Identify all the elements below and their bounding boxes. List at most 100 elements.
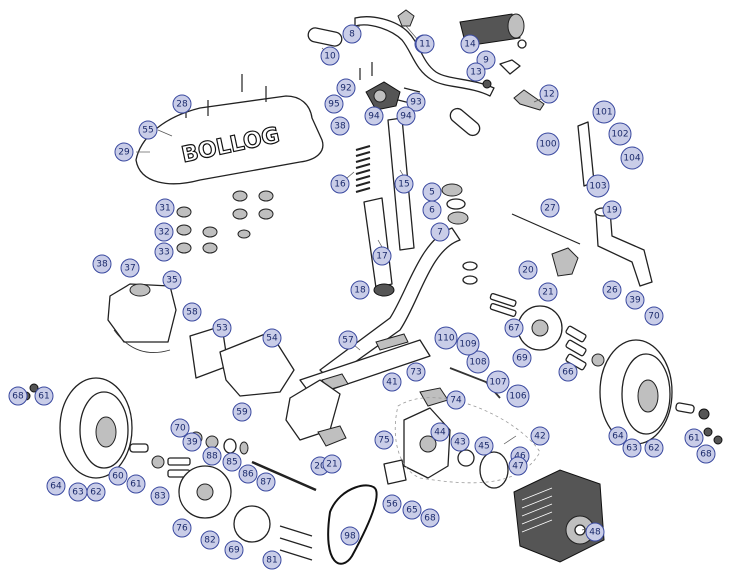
- callout-number: 73: [410, 368, 421, 378]
- callout-number: 88: [206, 452, 218, 462]
- callout-10: 10: [320, 46, 340, 66]
- callout-number: 55: [142, 126, 153, 136]
- callout-number: 53: [216, 324, 227, 334]
- callout-61: 61: [684, 428, 704, 448]
- callout-bubble: [34, 386, 54, 406]
- bearing-rings: [441, 183, 478, 285]
- callout-number: 37: [124, 264, 135, 274]
- callout-bubble: [644, 438, 664, 458]
- callout-18: 18: [350, 280, 370, 300]
- brake-pedal: [419, 387, 449, 407]
- callout-31: 31: [155, 198, 175, 218]
- callout-number: 7: [437, 228, 443, 238]
- callout-39: 39: [625, 290, 645, 310]
- callout-number: 54: [266, 334, 278, 344]
- throttle-cable-assembly: [513, 89, 545, 111]
- callout-number: 102: [611, 130, 628, 140]
- callout-bubble: [460, 34, 480, 54]
- callout-bubble: [422, 200, 442, 220]
- callout-bubble: [456, 332, 480, 356]
- callout-bubble: [374, 430, 394, 450]
- callout-bubble: [394, 174, 414, 194]
- callout-bubble: [320, 46, 340, 66]
- callout-41: 41: [382, 372, 402, 392]
- belt-guard: [219, 331, 295, 397]
- callout-bubble: [114, 142, 134, 162]
- callout-number: 82: [204, 536, 215, 546]
- callout-45: 45: [474, 436, 494, 456]
- handlebar-grip-right: [449, 107, 481, 137]
- callout-54: 54: [262, 328, 282, 348]
- callout-bubble: [154, 242, 174, 262]
- callout-6: 6: [422, 200, 442, 220]
- callout-number: 17: [376, 252, 387, 262]
- headset-clamp: [359, 62, 421, 111]
- callout-bubble: [585, 522, 605, 542]
- clutch-bracket: [317, 425, 347, 447]
- callout-number: 59: [236, 408, 248, 418]
- callout-bubble: [322, 454, 342, 474]
- callout-bubble: [415, 34, 435, 54]
- callout-bubble: [602, 280, 622, 300]
- callout-number: 32: [158, 228, 169, 238]
- handlebar: [307, 9, 521, 137]
- callout-number: 94: [368, 112, 380, 122]
- callout-bubble: [430, 422, 450, 442]
- callout-73: 73: [406, 362, 426, 382]
- callout-bubble: [434, 326, 458, 350]
- callout-bubble: [608, 426, 628, 446]
- callout-bubble: [382, 494, 402, 514]
- callout-33: 33: [154, 242, 174, 262]
- callout-70: 70: [644, 306, 664, 326]
- callout-bubble: [150, 486, 170, 506]
- callout-number: 20: [314, 462, 326, 472]
- callout-64: 64: [608, 426, 628, 446]
- callout-bubble: [530, 426, 550, 446]
- callout-number: 6: [429, 206, 435, 216]
- callout-number: 41: [386, 378, 397, 388]
- callout-bubble: [342, 24, 362, 44]
- callout-number: 109: [459, 340, 476, 350]
- callout-labels: 1567891011121314151617181920202121262728…: [8, 24, 716, 570]
- callout-bubble: [518, 260, 538, 280]
- main-frame: [285, 227, 461, 441]
- callout-69: 69: [224, 540, 244, 560]
- callout-bubble: [262, 328, 282, 348]
- callout-56: 56: [382, 494, 402, 514]
- callout-55: 55: [138, 120, 158, 140]
- callout-number: 110: [437, 334, 454, 344]
- callout-number: 5: [429, 188, 435, 198]
- callout-number: 42: [534, 432, 545, 442]
- brake-caliper: [551, 121, 597, 277]
- callout-21: 21: [322, 454, 342, 474]
- callout-bubble: [155, 198, 175, 218]
- callout-number: 35: [166, 276, 177, 286]
- deck-mounts: [176, 190, 274, 254]
- callout-92: 92: [336, 78, 356, 98]
- callout-number: 87: [260, 478, 271, 488]
- callout-bubble: [330, 116, 350, 136]
- callout-number: 83: [154, 492, 165, 502]
- callout-bubble: [364, 106, 384, 126]
- switch-button: [482, 79, 492, 89]
- callout-83: 83: [150, 486, 170, 506]
- callout-number: 29: [118, 148, 130, 158]
- callout-43: 43: [450, 432, 470, 452]
- callout-95: 95: [324, 94, 344, 114]
- callout-number: 75: [378, 436, 389, 446]
- callout-bubble: [538, 282, 558, 302]
- callout-number: 39: [186, 438, 198, 448]
- callout-20: 20: [518, 260, 538, 280]
- callout-bubble: [162, 270, 182, 290]
- brake-lever-left: [397, 9, 415, 27]
- callout-bubble: [540, 198, 560, 218]
- brake-disc-front: [517, 305, 563, 351]
- callout-70: 70: [170, 418, 190, 438]
- rear-brake-disc: [233, 505, 271, 543]
- callout-85: 85: [222, 452, 242, 472]
- callout-63: 63: [68, 482, 88, 502]
- callout-bubble: [696, 444, 716, 464]
- callout-21: 21: [538, 282, 558, 302]
- callout-bubble: [536, 132, 560, 156]
